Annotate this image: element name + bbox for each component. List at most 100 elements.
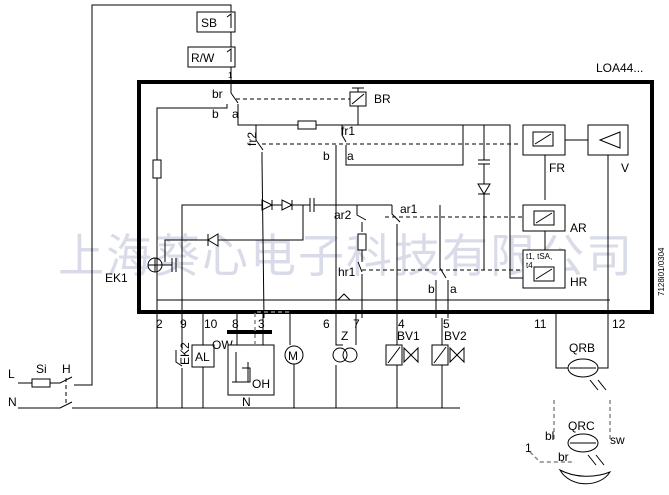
qrc-sw: sw <box>610 433 625 447</box>
hr-switch <box>439 205 447 279</box>
motor-label: M <box>288 349 298 363</box>
al-label: AL <box>195 350 210 364</box>
br-coil-diag <box>351 93 365 105</box>
controller-enclosure <box>137 80 654 314</box>
cap-mid <box>272 198 337 212</box>
terminal-2: 2 <box>156 317 163 331</box>
terminal-11: 11 <box>534 317 547 331</box>
bv2-label: BV2 <box>444 329 467 343</box>
z-coil-2 <box>342 347 358 363</box>
mains-l: L <box>8 367 15 381</box>
left-chain <box>181 204 262 318</box>
mid-branch <box>218 205 304 241</box>
hr-sub-label: t1, tSA, <box>526 252 552 261</box>
fuse-si-label: Si <box>36 362 47 376</box>
bv2-diag <box>433 346 447 364</box>
hr1-contact <box>357 261 363 318</box>
terminal-3: 3 <box>258 317 265 331</box>
qrc-one: 1 <box>525 441 532 455</box>
v-label: V <box>621 161 629 175</box>
ar2-label: ar2 <box>334 208 352 222</box>
l-line <box>18 376 73 384</box>
terminal-10: 10 <box>204 317 218 331</box>
fr-label: FR <box>549 161 565 175</box>
qrb-light-arrows <box>589 379 607 391</box>
qrc-ground-dash <box>529 451 575 463</box>
hr-sub-label-2: t4 <box>526 261 533 270</box>
ar1-contact <box>391 205 401 318</box>
v-amp-box <box>587 124 629 156</box>
qrc-light-arrows <box>587 454 605 466</box>
t8-t3-wires <box>236 312 264 345</box>
ek1-symbol <box>148 258 177 272</box>
rw-contact <box>226 48 232 62</box>
z-wires <box>335 312 343 408</box>
fr1-b: b <box>323 149 330 163</box>
oh-contacts <box>235 352 249 382</box>
br-coil-top <box>352 87 364 92</box>
hr-outputs <box>435 280 449 318</box>
br-a: a <box>232 107 239 121</box>
fuse-si <box>31 378 51 388</box>
bv1-label: BV1 <box>397 329 420 343</box>
amp-triangle <box>598 131 621 149</box>
ek2-label: EK2 <box>178 342 192 365</box>
rw-label: R/W <box>191 51 215 65</box>
hr1-label: hr1 <box>338 265 356 279</box>
fr-v-links <box>544 139 609 318</box>
fr-coil-diag <box>534 133 552 145</box>
oh-heater <box>232 367 251 383</box>
fuse-top <box>297 120 317 130</box>
hr-a: a <box>450 282 457 296</box>
diode-right <box>477 183 491 270</box>
terminal-9: 9 <box>180 317 187 331</box>
bv1-valve <box>403 346 419 364</box>
resistor-mid <box>357 233 367 251</box>
capacitor-right <box>478 125 490 184</box>
n-line <box>18 401 73 409</box>
hr-b: b <box>428 282 435 296</box>
rw-box <box>187 46 236 68</box>
z-label: Z <box>341 329 348 343</box>
fr1-a: a <box>347 149 354 163</box>
bus-bridge <box>337 293 351 301</box>
hr-coil-diag <box>535 268 553 280</box>
fr2-label: fr2 <box>245 132 259 146</box>
terminal-12: 12 <box>612 317 626 331</box>
oh-label: OH <box>252 377 270 391</box>
qrb-label: QRB <box>569 341 595 355</box>
fr2-contact <box>255 125 265 319</box>
fr1-outputs <box>335 124 465 318</box>
flame-symbol <box>558 468 612 485</box>
oh-dash <box>254 311 290 345</box>
qrb-wires <box>555 312 609 369</box>
qrc-br: br <box>558 450 569 464</box>
sb-contact <box>226 13 232 28</box>
br-switch <box>230 84 239 104</box>
ar-coil-diag <box>535 212 553 224</box>
diode-a <box>261 199 274 211</box>
oh-n-label: N <box>242 395 251 409</box>
terminal-6: 6 <box>323 317 330 331</box>
ar1-label: ar1 <box>400 202 418 216</box>
diode-b <box>281 199 294 211</box>
doc-number: 7128i01/0304 <box>657 247 666 296</box>
terminal-4: 4 <box>398 317 405 331</box>
sb-box <box>196 11 236 33</box>
br-contact-label: br <box>212 87 223 101</box>
phase-line <box>74 4 232 386</box>
sb-label: SB <box>201 16 217 30</box>
hr-label: HR <box>570 275 588 289</box>
ar2-contact <box>356 205 367 232</box>
switch-h-label: H <box>62 362 71 376</box>
terminal-8: 8 <box>232 317 239 331</box>
qrc-label: QRC <box>568 419 595 433</box>
model-label: LOA44... <box>596 61 643 75</box>
terminal-1: 1 <box>228 71 233 80</box>
resistor-left <box>152 159 162 179</box>
ek2-switch <box>175 350 183 408</box>
terminal-5: 5 <box>443 317 450 331</box>
diode-c-lead <box>164 239 208 262</box>
